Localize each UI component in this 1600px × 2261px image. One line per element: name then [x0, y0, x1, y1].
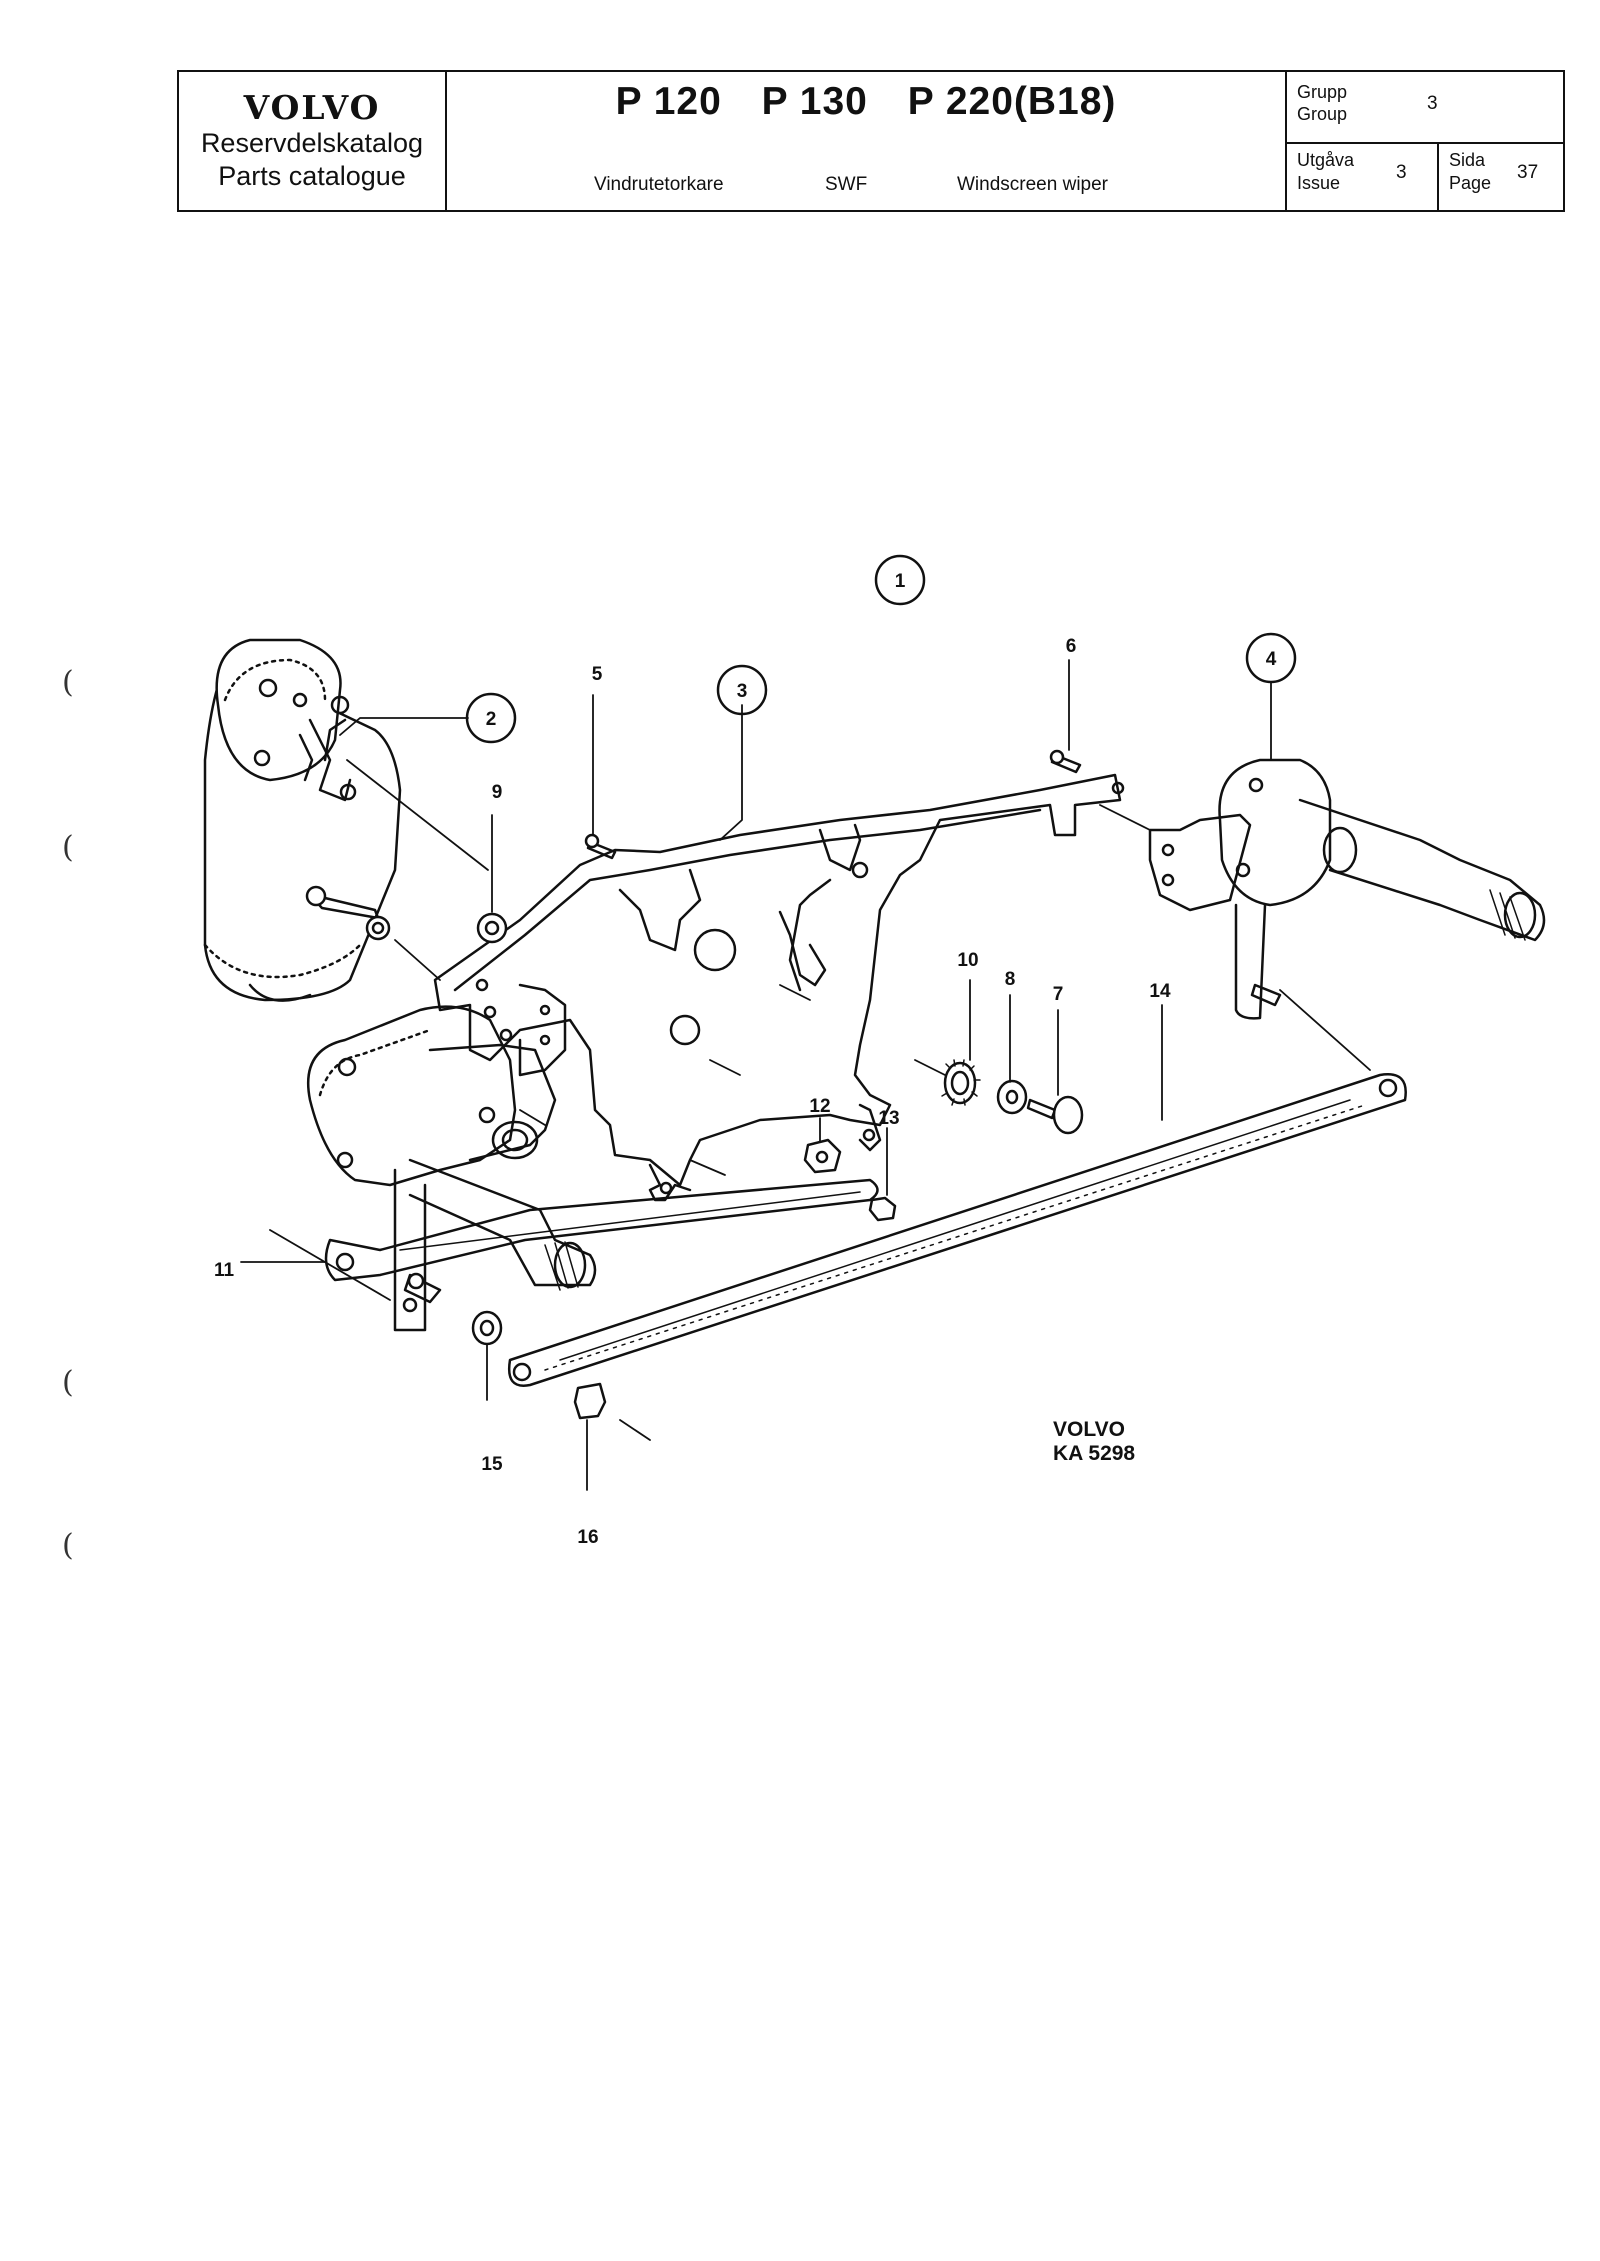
issue-label-sv: Utgåva: [1297, 150, 1355, 170]
callout-9: 9: [492, 782, 503, 803]
drawing-ref-code: KA 5298: [1053, 1442, 1136, 1465]
callout-2: 2: [486, 709, 497, 730]
model-p130: P 130: [761, 80, 868, 123]
page-value: 37: [1517, 162, 1539, 183]
desc-code: SWF: [825, 174, 868, 195]
catalog-header: VOLVO Reservdelskatalog Parts catalogue …: [177, 70, 1565, 212]
callout-10: 10: [957, 950, 978, 971]
small-parts-drawing: [471, 749, 1084, 1420]
drawing-ref-brand: VOLVO: [1053, 1418, 1125, 1441]
page-label-en: Page: [1449, 173, 1492, 193]
callout-1: 1: [895, 571, 906, 592]
desc-swedish: Vindrutetorkare: [594, 174, 724, 195]
desc-english: Windscreen wiper: [957, 174, 1108, 195]
callout-8: 8: [1005, 969, 1016, 990]
model-list: P 120 P 130 P 220(B18): [447, 80, 1285, 124]
binder-mark-2: (: [62, 830, 74, 865]
brand-name: VOLVO: [243, 88, 381, 127]
callout-4: 4: [1266, 649, 1277, 670]
group-box: Grupp Group 3: [1287, 72, 1563, 144]
callout-11: 11: [214, 1260, 235, 1281]
group-label-en: Group: [1297, 104, 1348, 124]
title-cell: P 120 P 130 P 220(B18) Vindrutetorkare S…: [447, 72, 1287, 210]
callout-16: 16: [577, 1527, 598, 1548]
model-p120: P 120: [615, 80, 722, 123]
callout-13: 13: [878, 1108, 899, 1129]
callout-7: 7: [1053, 984, 1064, 1005]
callout-14: 14: [1149, 981, 1171, 1002]
callout-3: 3: [737, 681, 748, 702]
wiper-frame-drawing: [433, 773, 1125, 1202]
page-box: Sida Page 37: [1439, 144, 1563, 210]
wiper-motor-drawing: [203, 638, 402, 1002]
info-cell: Grupp Group 3 Utgåva Issue 3 Sida Page 3…: [1287, 72, 1563, 210]
left-pivot-drawing: [306, 1005, 879, 1332]
drawing-reference: VOLVO KA 5298: [1053, 1418, 1135, 1466]
link-rod-drawing: [507, 1073, 1407, 1387]
callout-12: 12: [809, 1096, 830, 1117]
callout-15: 15: [481, 1454, 503, 1475]
issue-value: 3: [1396, 162, 1407, 183]
issue-page-row: Utgåva Issue 3 Sida Page 37: [1287, 144, 1563, 210]
right-pivot-drawing: [1148, 758, 1546, 1020]
callout-6: 6: [1066, 636, 1077, 657]
leader-lines: [240, 659, 1371, 1491]
catalog-title-en: Parts catalogue: [218, 161, 406, 191]
issue-label-en: Issue: [1297, 173, 1341, 193]
brand-cell: VOLVO Reservdelskatalog Parts catalogue: [179, 72, 447, 210]
group-value: 3: [1427, 93, 1438, 114]
binder-mark-4: (: [62, 1528, 74, 1563]
binder-mark-1: (: [62, 665, 74, 700]
binder-mark-3: (: [62, 1365, 74, 1400]
model-p220: P 220(B18): [907, 80, 1117, 123]
catalog-title-sv: Reservdelskatalog: [200, 128, 424, 158]
issue-box: Utgåva Issue 3: [1287, 144, 1439, 210]
group-label-sv: Grupp: [1297, 82, 1348, 102]
callout-5: 5: [592, 664, 603, 685]
page-label-sv: Sida: [1449, 150, 1486, 170]
